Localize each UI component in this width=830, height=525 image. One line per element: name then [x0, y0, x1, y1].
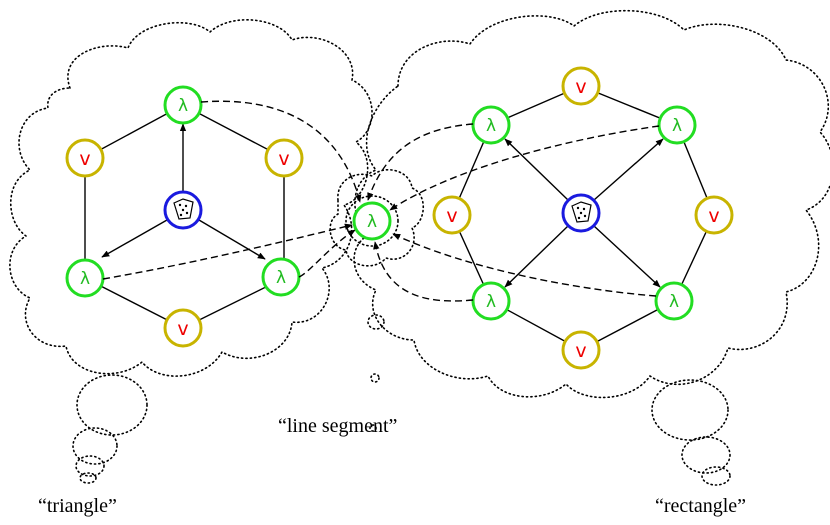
svg-text:v: v: [575, 76, 586, 98]
mapping-arrow: [392, 233, 657, 297]
tri-arrow-left: [101, 219, 168, 258]
triangle-cloud-bubble-large: [76, 374, 148, 436]
mapping-arrow: [389, 125, 660, 211]
svg-text:λ: λ: [669, 292, 679, 312]
svg-text:λ: λ: [672, 116, 682, 136]
lambda-node: λ: [65, 258, 105, 298]
svg-text:v: v: [575, 340, 586, 362]
rectangle-cloud-bubble-medium: [681, 436, 731, 474]
vee-node: v: [264, 138, 304, 178]
triangle-cloud-bubble-small: [75, 455, 105, 477]
dashed-mapping-arrows: [102, 100, 660, 302]
line-segment-cloud-outline: [329, 168, 425, 267]
mapping-arrow: [373, 241, 474, 302]
svg-text:v: v: [79, 148, 90, 170]
caption-rectangle: “rectangle”: [655, 495, 746, 517]
vee-node: v: [694, 195, 734, 235]
svg-text:v: v: [708, 205, 719, 227]
center-node: [163, 190, 203, 230]
vee-node: v: [65, 138, 105, 178]
lambda-node: λ: [352, 201, 392, 241]
caption-line-segment: “line segment”: [278, 415, 397, 437]
rect-arrow-dl: [504, 225, 569, 288]
triangle-cloud-bubble-medium: [72, 427, 118, 465]
svg-text:λ: λ: [486, 292, 496, 312]
svg-text:λ: λ: [367, 212, 377, 232]
rectangle-cloud-bubble-small: [701, 466, 731, 486]
svg-text:v: v: [446, 205, 457, 227]
rect-arrow-dr: [593, 225, 661, 288]
lambda-node: λ: [471, 105, 511, 145]
svg-text:λ: λ: [80, 269, 90, 289]
mapping-arrow: [298, 229, 356, 278]
svg-text:λ: λ: [486, 116, 496, 136]
mapping-arrow: [200, 100, 362, 203]
polygon-with-dots-icon: [571, 201, 592, 223]
vee-node: v: [561, 330, 601, 370]
rectangle-cloud-bubble-large: [651, 379, 729, 441]
svg-text:v: v: [278, 148, 289, 170]
vee-node: v: [561, 66, 601, 106]
tri-arrow-right: [198, 219, 266, 260]
lambda-node: λ: [657, 105, 697, 145]
triangle-thought-cloud: [9, 19, 373, 484]
line-segment-cloud-bubble-3: [369, 424, 377, 432]
vee-node: v: [432, 195, 472, 235]
lambda-node: λ: [163, 85, 203, 125]
caption-triangle: “triangle”: [38, 495, 117, 517]
triangle-graph: λ λ λ v v v: [65, 85, 304, 348]
rectangle-graph: λ λ λ λ v v v v: [432, 66, 734, 370]
lambda-node: λ: [654, 281, 694, 321]
polygon-with-dots-icon: [173, 198, 194, 220]
triangle-cloud-bubble-tiny: [79, 472, 97, 484]
lambda-node: λ: [261, 257, 301, 297]
lambda-node: λ: [471, 281, 511, 321]
vee-node: v: [163, 308, 203, 348]
triangle-cloud-outline: [9, 19, 373, 377]
svg-text:λ: λ: [276, 268, 286, 288]
rectangle-thought-cloud: [353, 9, 830, 486]
rect-arrow-ur: [593, 138, 664, 201]
svg-text:v: v: [177, 318, 188, 340]
line-segment-cloud-bubble-1: [367, 314, 385, 330]
center-node: [561, 193, 601, 233]
line-segment-cloud-bubble-2: [370, 373, 380, 383]
svg-text:λ: λ: [178, 96, 188, 116]
mapping-arrow: [367, 123, 474, 201]
rect-arrow-ul: [504, 138, 569, 201]
mapping-arrow: [102, 223, 353, 280]
rectangle-cloud-outline: [353, 9, 830, 399]
